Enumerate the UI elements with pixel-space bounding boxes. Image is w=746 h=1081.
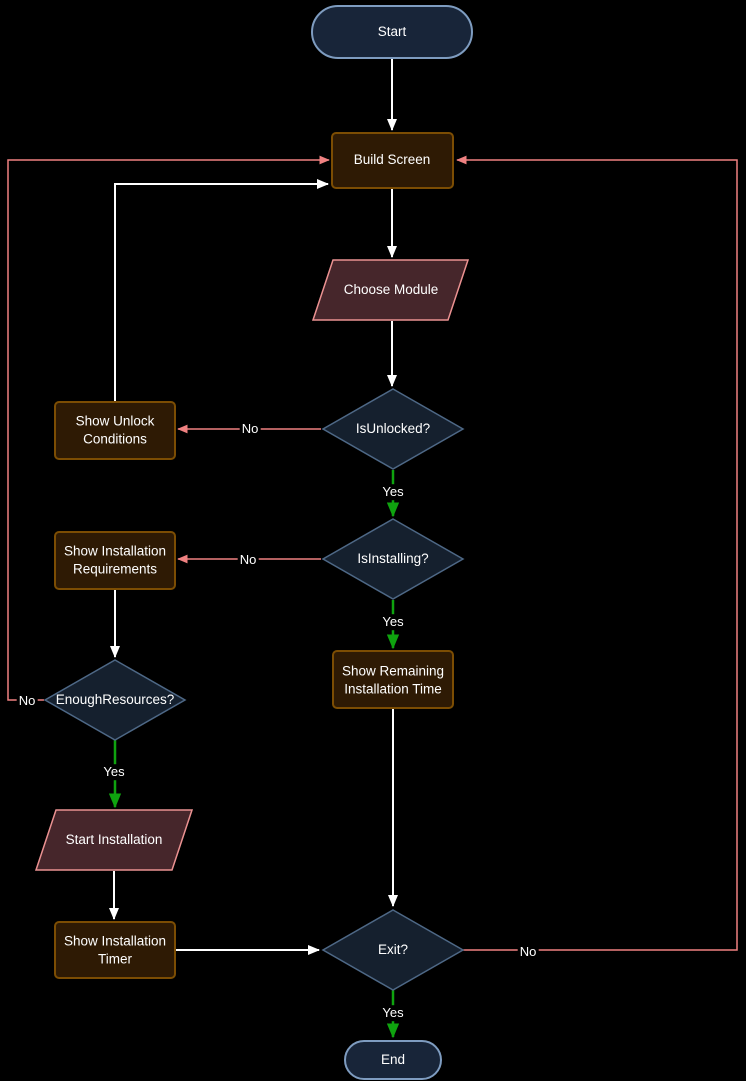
show-installation-timer-node [54,921,176,979]
is-unlocked-node [321,388,465,470]
node-label-show-installation-requirements: Show Installation Requirements [63,543,167,576]
edge-show-unlock-conditions-to-build-screen [114,179,329,401]
edge-exit-no-to-build-screen [456,155,738,951]
node-label-show-installation-timer: Show Installation Timer [63,933,167,966]
node-label-start-installation: Start Installation [65,832,163,848]
edge-label-is-installing-no: No [237,552,259,568]
edge-label-is-unlocked-yes: Yes [380,484,406,500]
show-unlock-conditions-node [54,401,176,460]
start-installation-node [34,809,194,871]
node-label-choose-module: Choose Module [343,282,439,298]
build-screen-node [331,132,454,189]
show-installation-requirements-node [54,531,176,590]
enough-resources-node [43,659,187,741]
edge-label-is-installing-yes: Yes [380,614,406,630]
node-label-is-installing: IsInstalling? [357,551,429,567]
node-label-is-unlocked: IsUnlocked? [355,421,431,437]
node-label-build-screen: Build Screen [353,152,431,168]
is-installing-node [321,518,465,600]
choose-module-node [311,259,470,321]
edge-label-is-unlocked-no: No [239,421,261,437]
nodes [34,5,473,1080]
node-label-show-remaining-installation-time: Show Remaining Installation Time [341,663,445,696]
edge-label-enough-resources-no: No [16,693,38,709]
node-label-show-unlock-conditions: Show Unlock Conditions [75,413,155,446]
end-node [344,1040,442,1080]
node-label-enough-resources: EnoughResources? [55,692,175,708]
edge-label-exit-yes: Yes [380,1005,406,1021]
edge-label-enough-resources-yes: Yes [101,764,127,780]
node-label-exit: Exit? [377,942,409,958]
exit-node [321,909,465,991]
show-remaining-installation-time-node [332,650,454,709]
edge-label-exit-no: No [517,944,539,960]
node-label-start: Start [377,24,407,40]
edges [7,58,738,1039]
node-label-end: End [380,1052,406,1068]
start-node [311,5,473,59]
